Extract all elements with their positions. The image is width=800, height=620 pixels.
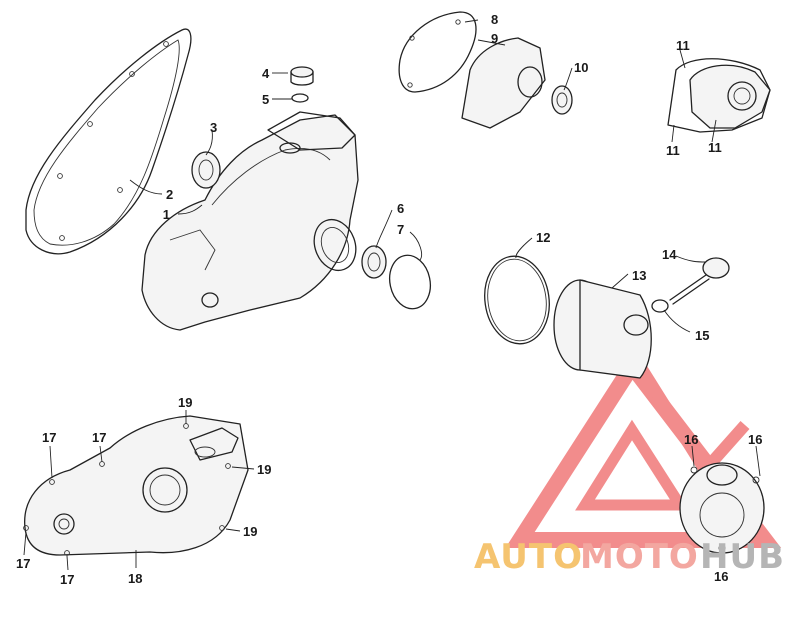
callout-16-left: 16 bbox=[684, 432, 698, 447]
callout-16-bottom: 16 bbox=[714, 569, 728, 584]
o-ring-5 bbox=[291, 93, 309, 103]
callout-10: 10 bbox=[574, 60, 588, 75]
callout-8: 8 bbox=[491, 12, 498, 27]
o-ring-7 bbox=[388, 254, 432, 310]
callout-17-a: 17 bbox=[42, 430, 56, 445]
callout-11-right: 11 bbox=[708, 140, 722, 155]
cover-9 bbox=[461, 37, 546, 129]
stator-cover-18 bbox=[23, 415, 249, 556]
cover-gasket-11 bbox=[667, 58, 771, 133]
callouts: 1 2 3 4 5 6 7 8 9 10 11 11 11 12 13 14 1… bbox=[16, 12, 762, 587]
callout-13: 13 bbox=[632, 268, 646, 283]
gasket-2 bbox=[25, 28, 192, 255]
callout-5: 5 bbox=[262, 92, 269, 107]
callout-6: 6 bbox=[397, 201, 404, 216]
leader-lines bbox=[23, 19, 761, 571]
callout-14: 14 bbox=[662, 247, 677, 262]
o-ring-12 bbox=[484, 255, 550, 345]
callout-7: 7 bbox=[397, 222, 404, 237]
gasket-8 bbox=[398, 11, 477, 93]
callout-2: 2 bbox=[166, 187, 173, 202]
watermark-word-hub: HUB bbox=[700, 537, 785, 577]
callout-17-b: 17 bbox=[92, 430, 106, 445]
callout-17-c: 17 bbox=[16, 556, 30, 571]
callout-12: 12 bbox=[536, 230, 550, 245]
callout-1: 1 bbox=[163, 207, 170, 222]
callout-18: 18 bbox=[128, 571, 142, 586]
clutch-cover-1 bbox=[141, 111, 359, 331]
callout-19-mid: 19 bbox=[257, 462, 271, 477]
bearing-3 bbox=[191, 151, 221, 189]
callout-16-right: 16 bbox=[748, 432, 762, 447]
cover-16 bbox=[679, 462, 765, 554]
callout-3: 3 bbox=[210, 120, 217, 135]
plug-4 bbox=[290, 66, 314, 86]
watermark-word-moto: MOTO bbox=[580, 537, 699, 577]
housing-13 bbox=[553, 279, 652, 379]
seal-6 bbox=[361, 245, 387, 279]
callout-19-top: 19 bbox=[178, 395, 192, 410]
callout-4: 4 bbox=[262, 66, 270, 81]
callout-15: 15 bbox=[695, 328, 709, 343]
callout-19-bottom: 19 bbox=[243, 524, 257, 539]
callout-11-left: 11 bbox=[666, 143, 680, 158]
callout-9: 9 bbox=[491, 31, 498, 46]
callout-17-d: 17 bbox=[60, 572, 74, 587]
watermark-wordmark: AUTO MOTO HUB bbox=[474, 537, 785, 577]
dipstick-14 bbox=[669, 257, 730, 305]
o-ring-15 bbox=[651, 299, 669, 313]
watermark-word-auto: AUTO bbox=[474, 537, 583, 577]
seal-10 bbox=[551, 85, 573, 115]
callout-11-top: 11 bbox=[676, 38, 690, 53]
